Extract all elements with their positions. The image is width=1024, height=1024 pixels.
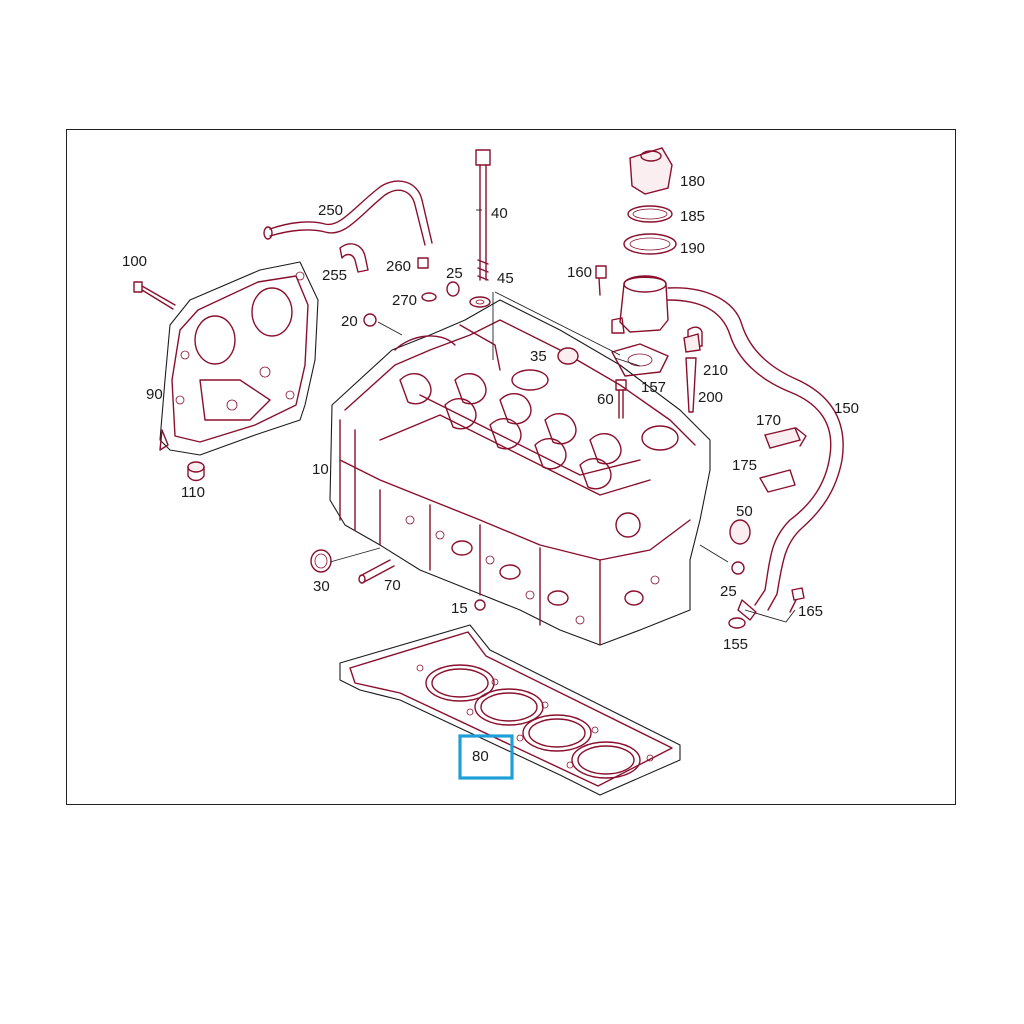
cylinder-head[interactable] [329, 299, 711, 646]
callout-35: 35 [530, 348, 547, 365]
callout-50: 50 [736, 503, 753, 520]
seal-ring-25-top[interactable] [446, 281, 460, 297]
washer-45[interactable] [469, 296, 491, 308]
callout-70: 70 [384, 577, 401, 594]
bolt-165[interactable] [789, 587, 805, 613]
callout-157: 157 [641, 379, 666, 396]
seal-ring-25-right[interactable] [731, 561, 745, 575]
callout-180: 180 [680, 173, 705, 190]
callout-15: 15 [451, 600, 468, 617]
highlight-box-80[interactable] [458, 734, 514, 780]
callout-110: 110 [181, 484, 205, 501]
callout-45: 45 [497, 270, 514, 287]
housing-160[interactable] [595, 265, 669, 334]
callout-90: 90 [146, 386, 163, 403]
callout-160: 160 [567, 264, 592, 281]
connector-170[interactable] [764, 427, 807, 449]
callout-260: 260 [386, 258, 411, 275]
callout-10: 10 [312, 461, 329, 478]
cap-180[interactable] [629, 147, 673, 195]
seal-ring-185[interactable] [627, 205, 673, 223]
callout-175: 175 [732, 457, 757, 474]
callout-255: 255 [322, 267, 347, 284]
timing-case-cover[interactable] [159, 261, 319, 456]
dowel-70[interactable] [358, 559, 395, 584]
seal-30[interactable] [310, 549, 332, 573]
callout-270: 270 [392, 292, 417, 309]
bushing-110[interactable] [187, 461, 205, 482]
callout-170: 170 [756, 412, 781, 429]
bolt-260[interactable] [417, 257, 429, 269]
callout-210: 210 [703, 362, 728, 379]
seal-ring-270[interactable] [421, 292, 437, 302]
callout-25-right: 25 [720, 583, 737, 600]
callout-80[interactable]: 80 [472, 748, 489, 765]
cylinder-head-gasket[interactable] [339, 624, 681, 796]
coolant-hose-150[interactable] [667, 287, 844, 621]
callout-250: 250 [318, 202, 343, 219]
callout-labels: 180 185 190 160 40 250 255 260 25 45 270… [122, 173, 859, 765]
callout-60: 60 [597, 391, 614, 408]
sensor-210[interactable] [683, 333, 701, 353]
bolt-200[interactable] [685, 357, 697, 413]
bolt-100[interactable] [133, 281, 176, 310]
callout-100: 100 [122, 253, 147, 270]
callout-190: 190 [680, 240, 705, 257]
coolant-pipe-250[interactable] [263, 180, 433, 246]
plug-50[interactable] [729, 519, 751, 545]
leader-lines [329, 209, 796, 623]
callout-185: 185 [680, 208, 705, 225]
clip-175[interactable] [759, 469, 796, 493]
clamp-255[interactable] [339, 243, 369, 273]
callout-150: 150 [834, 400, 859, 417]
callout-40: 40 [491, 205, 508, 222]
callout-200: 200 [698, 389, 723, 406]
callout-165: 165 [798, 603, 823, 620]
callout-30: 30 [313, 578, 330, 595]
callout-25-top: 25 [446, 265, 463, 282]
bolt-60[interactable] [615, 379, 627, 419]
seal-ring-155[interactable] [728, 617, 746, 629]
seal-ring-190[interactable] [623, 233, 677, 255]
callout-155: 155 [723, 636, 748, 653]
plug-35[interactable] [557, 347, 579, 365]
diagram-frame [66, 129, 956, 805]
seal-ring-20[interactable] [363, 313, 377, 327]
callout-20: 20 [341, 313, 358, 330]
cylinder-head-bolt-40[interactable] [475, 149, 491, 281]
seal-ring-15[interactable] [474, 599, 486, 611]
